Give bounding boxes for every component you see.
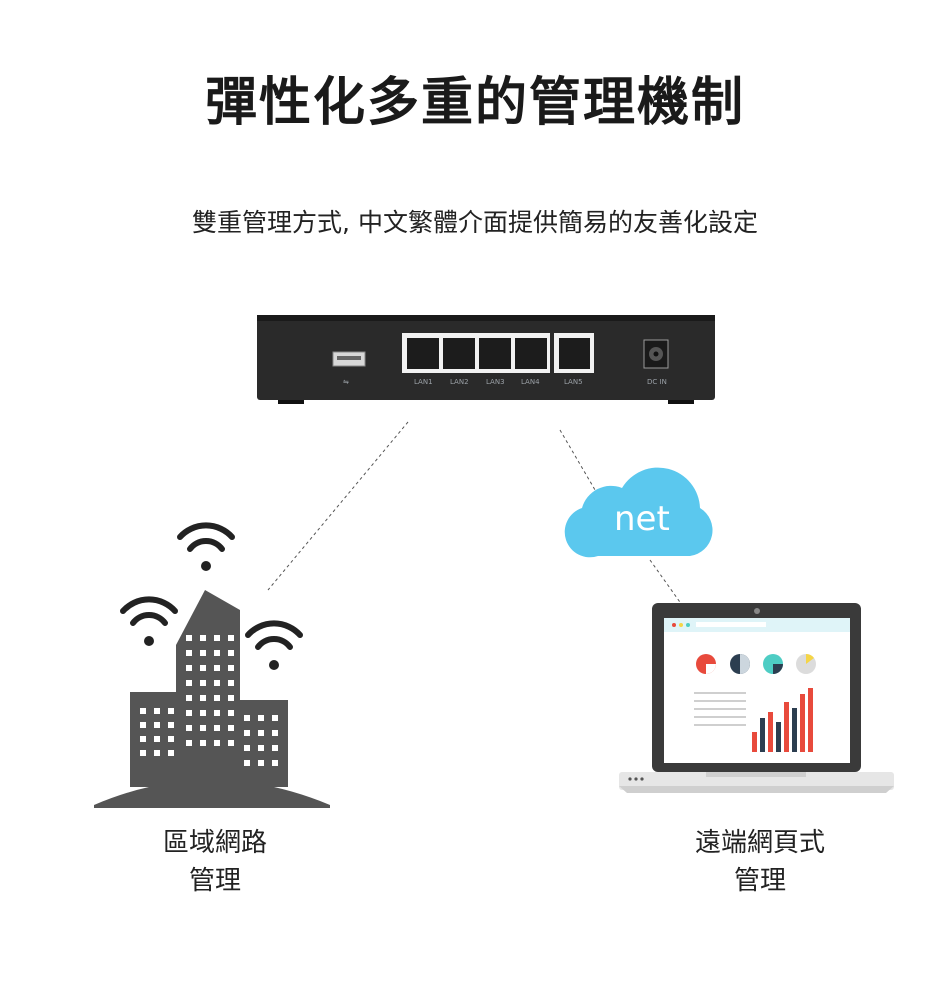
router-device: ⇋ LAN1 LAN2 LAN3 LAN4 LAN5 DC IN [257, 315, 715, 404]
wifi-icon-right [245, 620, 303, 670]
building-icon [94, 590, 330, 808]
lan-port-1 [407, 338, 439, 369]
lan-port-5 [559, 338, 590, 369]
bar-6 [792, 708, 797, 752]
power-label: DC IN [647, 378, 667, 386]
page-subtitle: 雙重管理方式, 中文繁體介面提供簡易的友善化設定 [192, 208, 758, 237]
bar-1 [752, 732, 757, 752]
local-management-caption: 區域網路 管理 [115, 824, 315, 900]
wifi-icon-top [177, 522, 235, 571]
port-label-lan5: LAN5 [564, 378, 583, 386]
power-jack [643, 339, 669, 369]
bar-2 [760, 718, 765, 752]
bar-4 [776, 722, 781, 752]
remote-management-line2: 管理 [733, 866, 786, 896]
port-label-lan2: LAN2 [450, 378, 469, 386]
usb-icon: ⇋ [343, 378, 349, 386]
port-label-lan1: LAN1 [414, 378, 433, 386]
wifi-icon-left [120, 596, 178, 646]
lan-port-2 [443, 338, 475, 369]
lan-port-3 [479, 338, 511, 369]
usb-port-inner [337, 356, 361, 360]
laptop-camera [754, 608, 760, 614]
power-jack-pin [653, 351, 659, 357]
cloud-label: net [614, 499, 670, 539]
bar-7 [800, 694, 805, 752]
lan-port-4 [515, 338, 547, 369]
local-management-line2: 管理 [188, 866, 241, 896]
laptop-base [619, 772, 894, 790]
remote-management-caption: 遠端網頁式 管理 [660, 824, 860, 900]
router-top-edge [257, 315, 715, 321]
port-label-lan4: LAN4 [521, 378, 540, 386]
cloud-icon: net [564, 467, 713, 558]
page-title: 彈性化多重的管理機制 [204, 73, 745, 133]
link-line-left [267, 421, 409, 591]
local-management-line1: 區域網路 [162, 828, 267, 858]
remote-management-line1: 遠端網頁式 [694, 828, 825, 858]
laptop-icon [619, 603, 894, 793]
link-line-laptop [649, 559, 683, 606]
laptop-notch [706, 772, 806, 777]
bar-3 [768, 712, 773, 752]
link-line-right [559, 429, 599, 496]
bar-5 [784, 702, 789, 752]
port-label-lan3: LAN3 [486, 378, 505, 386]
bar-8 [808, 688, 813, 752]
